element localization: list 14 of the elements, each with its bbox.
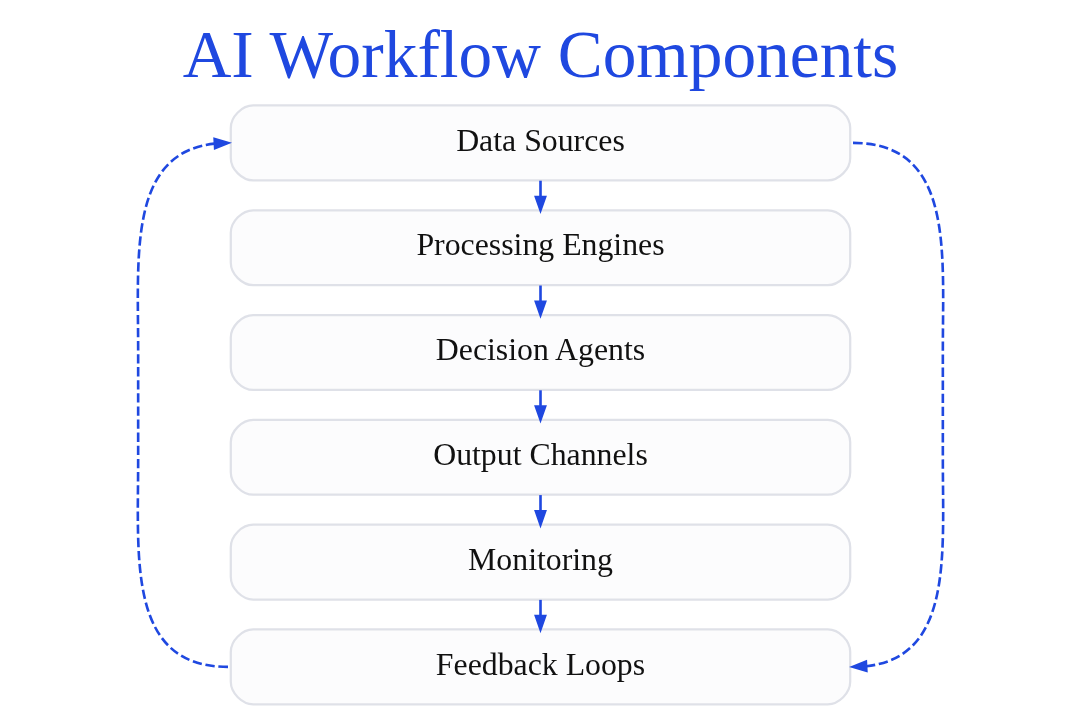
node-box: Processing Engines [229,209,851,287]
node-box: Feedback Loops [229,628,851,706]
arrow [136,137,232,669]
diagram-title: AI Workflow Components [182,17,898,93]
node-box: Data Sources [229,104,851,182]
arrow [533,285,547,319]
node-box: Output Channels [229,418,851,496]
arrow [533,599,547,634]
node-box: Monitoring [229,523,851,601]
arrow [533,390,547,424]
arrow [533,495,547,529]
arrow [533,180,547,214]
node-box: Decision Agents [229,313,851,392]
arrow [848,141,944,673]
